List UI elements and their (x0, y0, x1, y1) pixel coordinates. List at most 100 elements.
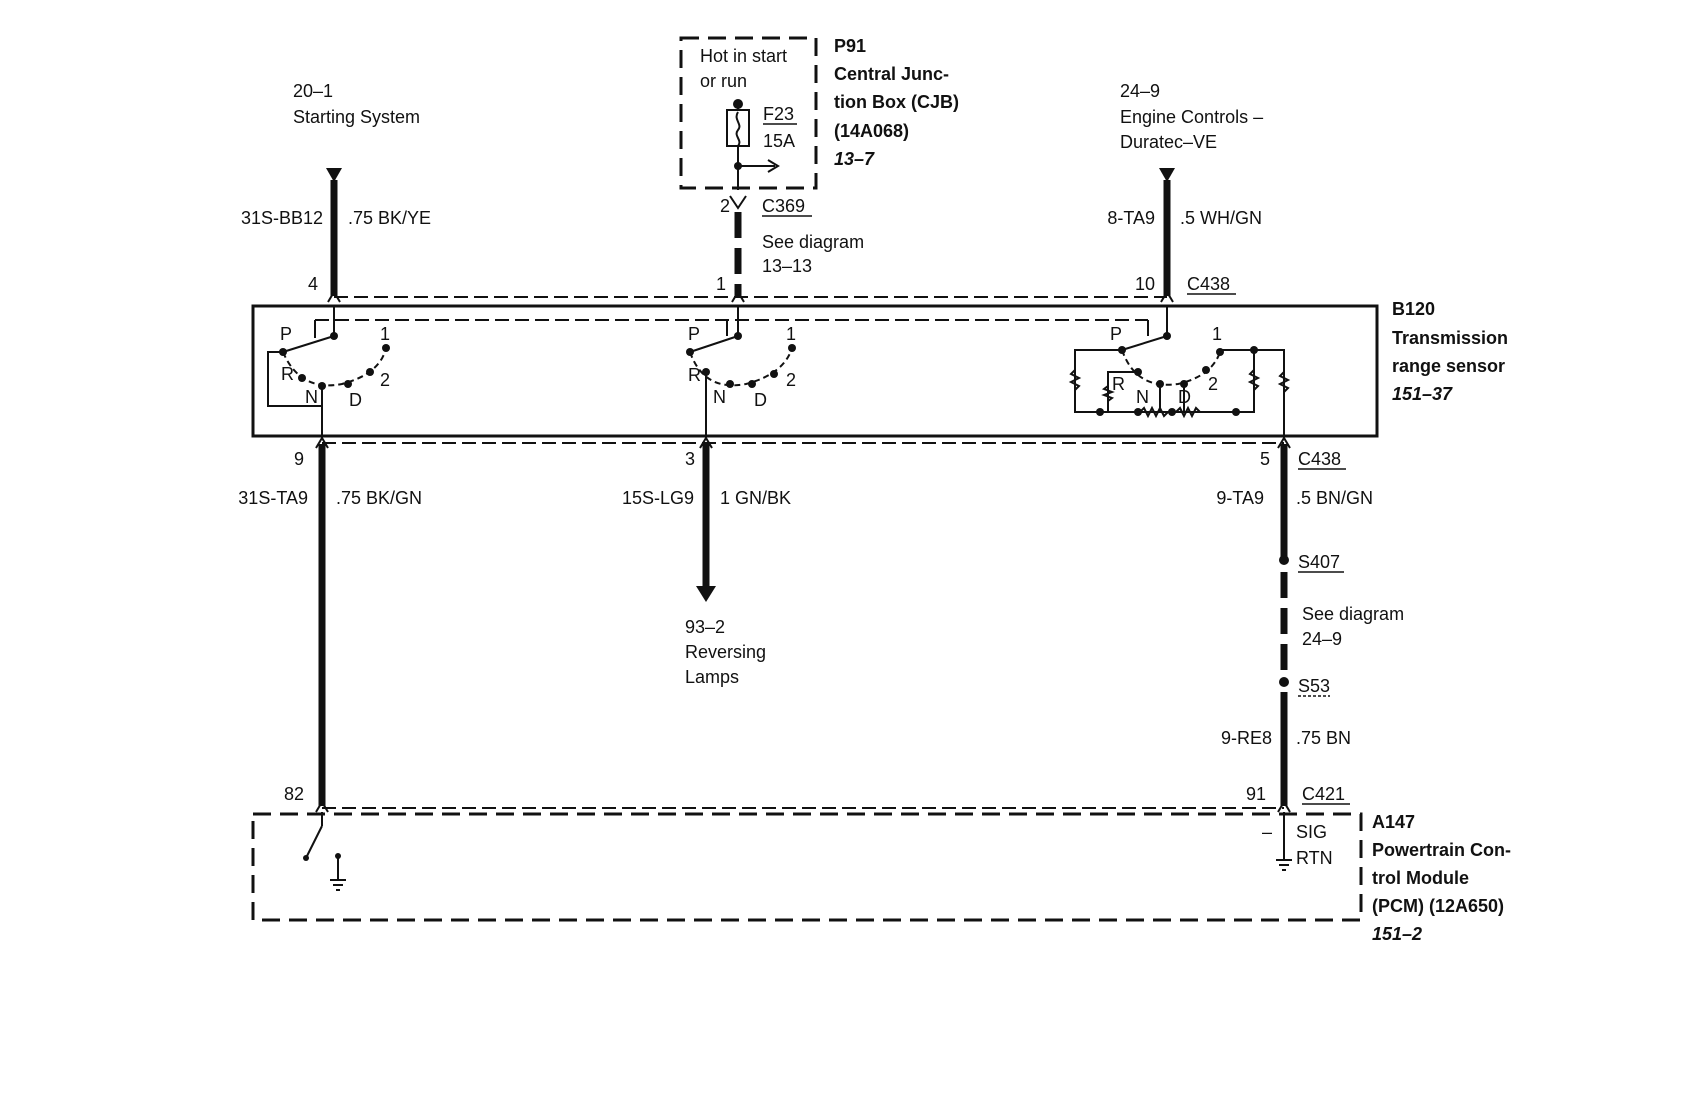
switch-3-label-n: N (1136, 387, 1149, 407)
pcm-rtn-label: RTN (1296, 848, 1333, 868)
switch-1-label-1: 1 (380, 324, 390, 344)
wire-6-code: 9-RE8 (1221, 728, 1272, 748)
reversing-lamps-ref: 93–2 Reversing Lamps (685, 617, 766, 687)
wire-1-code: 31S-BB12 (241, 208, 323, 228)
switch-2-label-1: 1 (786, 324, 796, 344)
wire-3-spec: .75 BK/GN (336, 488, 422, 508)
switch-1-label-p: P (280, 324, 292, 344)
connector-c438-bottom: C438 (1298, 449, 1341, 469)
wire-3-arrow-icon (1159, 168, 1175, 182)
cjb-dashed-outline (679, 36, 818, 190)
engine-controls-ref-line1: Engine Controls – (1120, 107, 1263, 127)
switch-3-blade (1121, 335, 1168, 351)
engine-controls-ref-num: 24–9 (1120, 81, 1160, 101)
fuse-rating: 15A (763, 131, 795, 151)
connector-c438-top: C438 (1187, 274, 1230, 294)
switch-2-label-d: D (754, 390, 767, 410)
pin-10: 10 (1135, 274, 1155, 294)
starting-system-ref: 20–1 Starting System (293, 81, 420, 127)
pcm-sig-label: SIG (1296, 822, 1327, 842)
pcm-name-line2: trol Module (1372, 868, 1469, 888)
see-diagram-note-2: See diagram (1302, 604, 1404, 624)
pcm-dashed-outline (251, 812, 1363, 922)
wire-2-spec: .5 WH/GN (1180, 208, 1262, 228)
range-switch-3: P R N D 1 2 (1068, 306, 1291, 436)
starting-system-ref-num: 20–1 (293, 81, 333, 101)
wire-1-spec: .75 BK/YE (348, 208, 431, 228)
reversing-lamps-ref-line1: Reversing (685, 642, 766, 662)
switch-1-label-r: R (281, 364, 294, 384)
pin-2: 2 (720, 196, 730, 216)
pin-1: 1 (716, 274, 726, 294)
switch-3-label-2: 2 (1208, 374, 1218, 394)
wire-1-arrow-icon (326, 168, 342, 182)
switch-3-label-d: D (1178, 387, 1191, 407)
resistor-icon (1175, 405, 1201, 419)
wire-5-code: 9-TA9 (1216, 488, 1264, 508)
reversing-lamps-ref-line2: Lamps (685, 667, 739, 687)
pcm-page-ref: 151–2 (1372, 924, 1422, 944)
wire-4-code: 15S-LG9 (622, 488, 694, 508)
resistor-icon (1101, 385, 1115, 402)
pcm-name-line3: (PCM) (12A650) (1372, 896, 1504, 916)
sensor-outline (251, 304, 1379, 438)
ground-icon (330, 879, 346, 891)
switch-2-label-r: R (688, 365, 701, 385)
cjb-part-number: (14A068) (834, 121, 909, 141)
starting-system-ref-name: Starting System (293, 107, 420, 127)
wire-6-spec: .75 BN (1296, 728, 1351, 748)
sensor-page-ref: 151–37 (1392, 384, 1453, 404)
reversing-lamps-ref-num: 93–2 (685, 617, 725, 637)
pin-4: 4 (308, 274, 318, 294)
switch-2-label-p: P (688, 324, 700, 344)
resistor-icon (1068, 369, 1082, 391)
pin-3: 3 (685, 449, 695, 469)
sensor-id: B120 (1392, 299, 1435, 319)
wire-4-spec: 1 GN/BK (720, 488, 791, 508)
switch-2-blade (689, 335, 739, 353)
cjb-page-ref: 13–7 (834, 149, 875, 169)
splice-s53-label: S53 (1298, 676, 1330, 696)
cjb-name-line1: Central Junc- (834, 64, 949, 84)
powertrain-control-module: – SIG RTN A147 Powertrain Con- trol Modu… (251, 812, 1511, 944)
splice-s407 (1279, 555, 1289, 565)
connector-c369-pin-icon (729, 195, 747, 210)
wire-2-code: 8-TA9 (1107, 208, 1155, 228)
resistor-icon (1277, 371, 1291, 393)
engine-controls-ref-line2: Duratec–VE (1120, 132, 1217, 152)
switch-1-label-2: 2 (380, 370, 390, 390)
connector-c421: C421 (1302, 784, 1345, 804)
switch-2-label-n: N (713, 387, 726, 407)
cjb-power-line2: or run (700, 71, 747, 91)
switch-1-label-n: N (305, 387, 318, 407)
pin-9: 9 (294, 449, 304, 469)
cjb-power-line1: Hot in start (700, 46, 787, 66)
see-diagram-note-1: See diagram (762, 232, 864, 252)
range-switch-1: P R N D 1 2 (267, 306, 390, 436)
arrow-right-icon (767, 159, 780, 173)
pin-5: 5 (1260, 449, 1270, 469)
fuse-id: F23 (763, 104, 794, 124)
connector-c369: C369 (762, 196, 805, 216)
pcm-id: A147 (1372, 812, 1415, 832)
central-junction-box: Hot in start or run F23 15A P91 Central … (679, 36, 959, 190)
pin-91: 91 (1246, 784, 1266, 804)
arrow-down-icon (696, 586, 716, 602)
ground-icon (1276, 859, 1292, 871)
splice-s53 (1279, 677, 1289, 687)
pcm-internal-switch (305, 825, 323, 859)
see-diagram-note-2-num: 24–9 (1302, 629, 1342, 649)
switch-1-label-d: D (349, 390, 362, 410)
splice-s407-label: S407 (1298, 552, 1340, 572)
switch-3-label-r: R (1112, 374, 1125, 394)
resistor-icon (1247, 369, 1261, 391)
switch-1-blade (282, 335, 335, 353)
pin-82: 82 (284, 784, 304, 804)
transmission-range-sensor: P R N D 1 2 P R N D 1 2 (251, 299, 1508, 438)
pcm-minus-sign: – (1262, 822, 1272, 842)
sensor-name-line1: Transmission (1392, 328, 1508, 348)
fuse-symbol-icon (735, 111, 741, 147)
resistor-icon (1139, 405, 1169, 419)
pcm-name-line1: Powertrain Con- (1372, 840, 1511, 860)
